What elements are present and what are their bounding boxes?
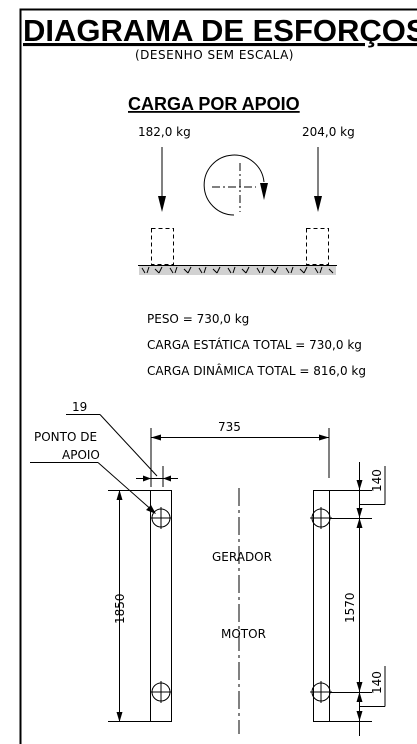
dimension-735	[150, 428, 330, 478]
diagram-title: DIAGRAMA DE ESFORÇOS	[23, 13, 417, 48]
support-point-top-left	[150, 507, 172, 529]
generator-label: GERADOR	[212, 550, 272, 564]
right-base-rail	[313, 490, 330, 722]
left-support-block	[151, 228, 174, 265]
dimension-1570-value: 1570	[343, 592, 357, 623]
dimension-735-value: 735	[218, 420, 241, 434]
dimension-140-bottom	[356, 666, 386, 736]
dynamic-load-text: CARGA DINÂMICA TOTAL = 816,0 kg	[147, 363, 366, 378]
dimension-1850	[108, 490, 151, 722]
dimension-140-top-value: 140	[370, 469, 384, 492]
support-point-label-line2: APOIO	[62, 448, 100, 462]
load-section-heading: CARGA POR APOIO	[128, 94, 300, 114]
ground-hatch	[138, 265, 337, 275]
support-point-label-line1: PONTO DE	[34, 430, 97, 444]
static-load-text: CARGA ESTÁTICA TOTAL = 730,0 kg	[147, 337, 362, 352]
dimension-1570	[356, 518, 363, 692]
right-support-block	[306, 228, 329, 265]
support-point-leader	[30, 462, 156, 514]
dimension-140-bottom-value: 140	[370, 671, 384, 694]
left-base-rail	[150, 490, 172, 722]
scale-note: (DESENHO SEM ESCALA)	[135, 48, 294, 62]
support-point-bottom-left	[150, 681, 172, 703]
dimension-1850-value: 1850	[113, 593, 127, 624]
right-support-load: 204,0 kg	[302, 125, 355, 139]
dimension-140-top	[356, 462, 386, 518]
drawing-frame	[19, 8, 417, 744]
weight-text: PESO = 730,0 kg	[147, 312, 249, 326]
dimension-19	[66, 414, 178, 487]
left-support-load: 182,0 kg	[138, 125, 191, 139]
left-load-arrow	[158, 147, 166, 212]
dimension-19-value: 19	[72, 400, 87, 414]
right-load-arrow	[314, 147, 322, 212]
dimension-right-extensions	[330, 490, 372, 722]
motor-label: MOTOR	[221, 627, 266, 641]
moment-symbol	[203, 154, 268, 216]
